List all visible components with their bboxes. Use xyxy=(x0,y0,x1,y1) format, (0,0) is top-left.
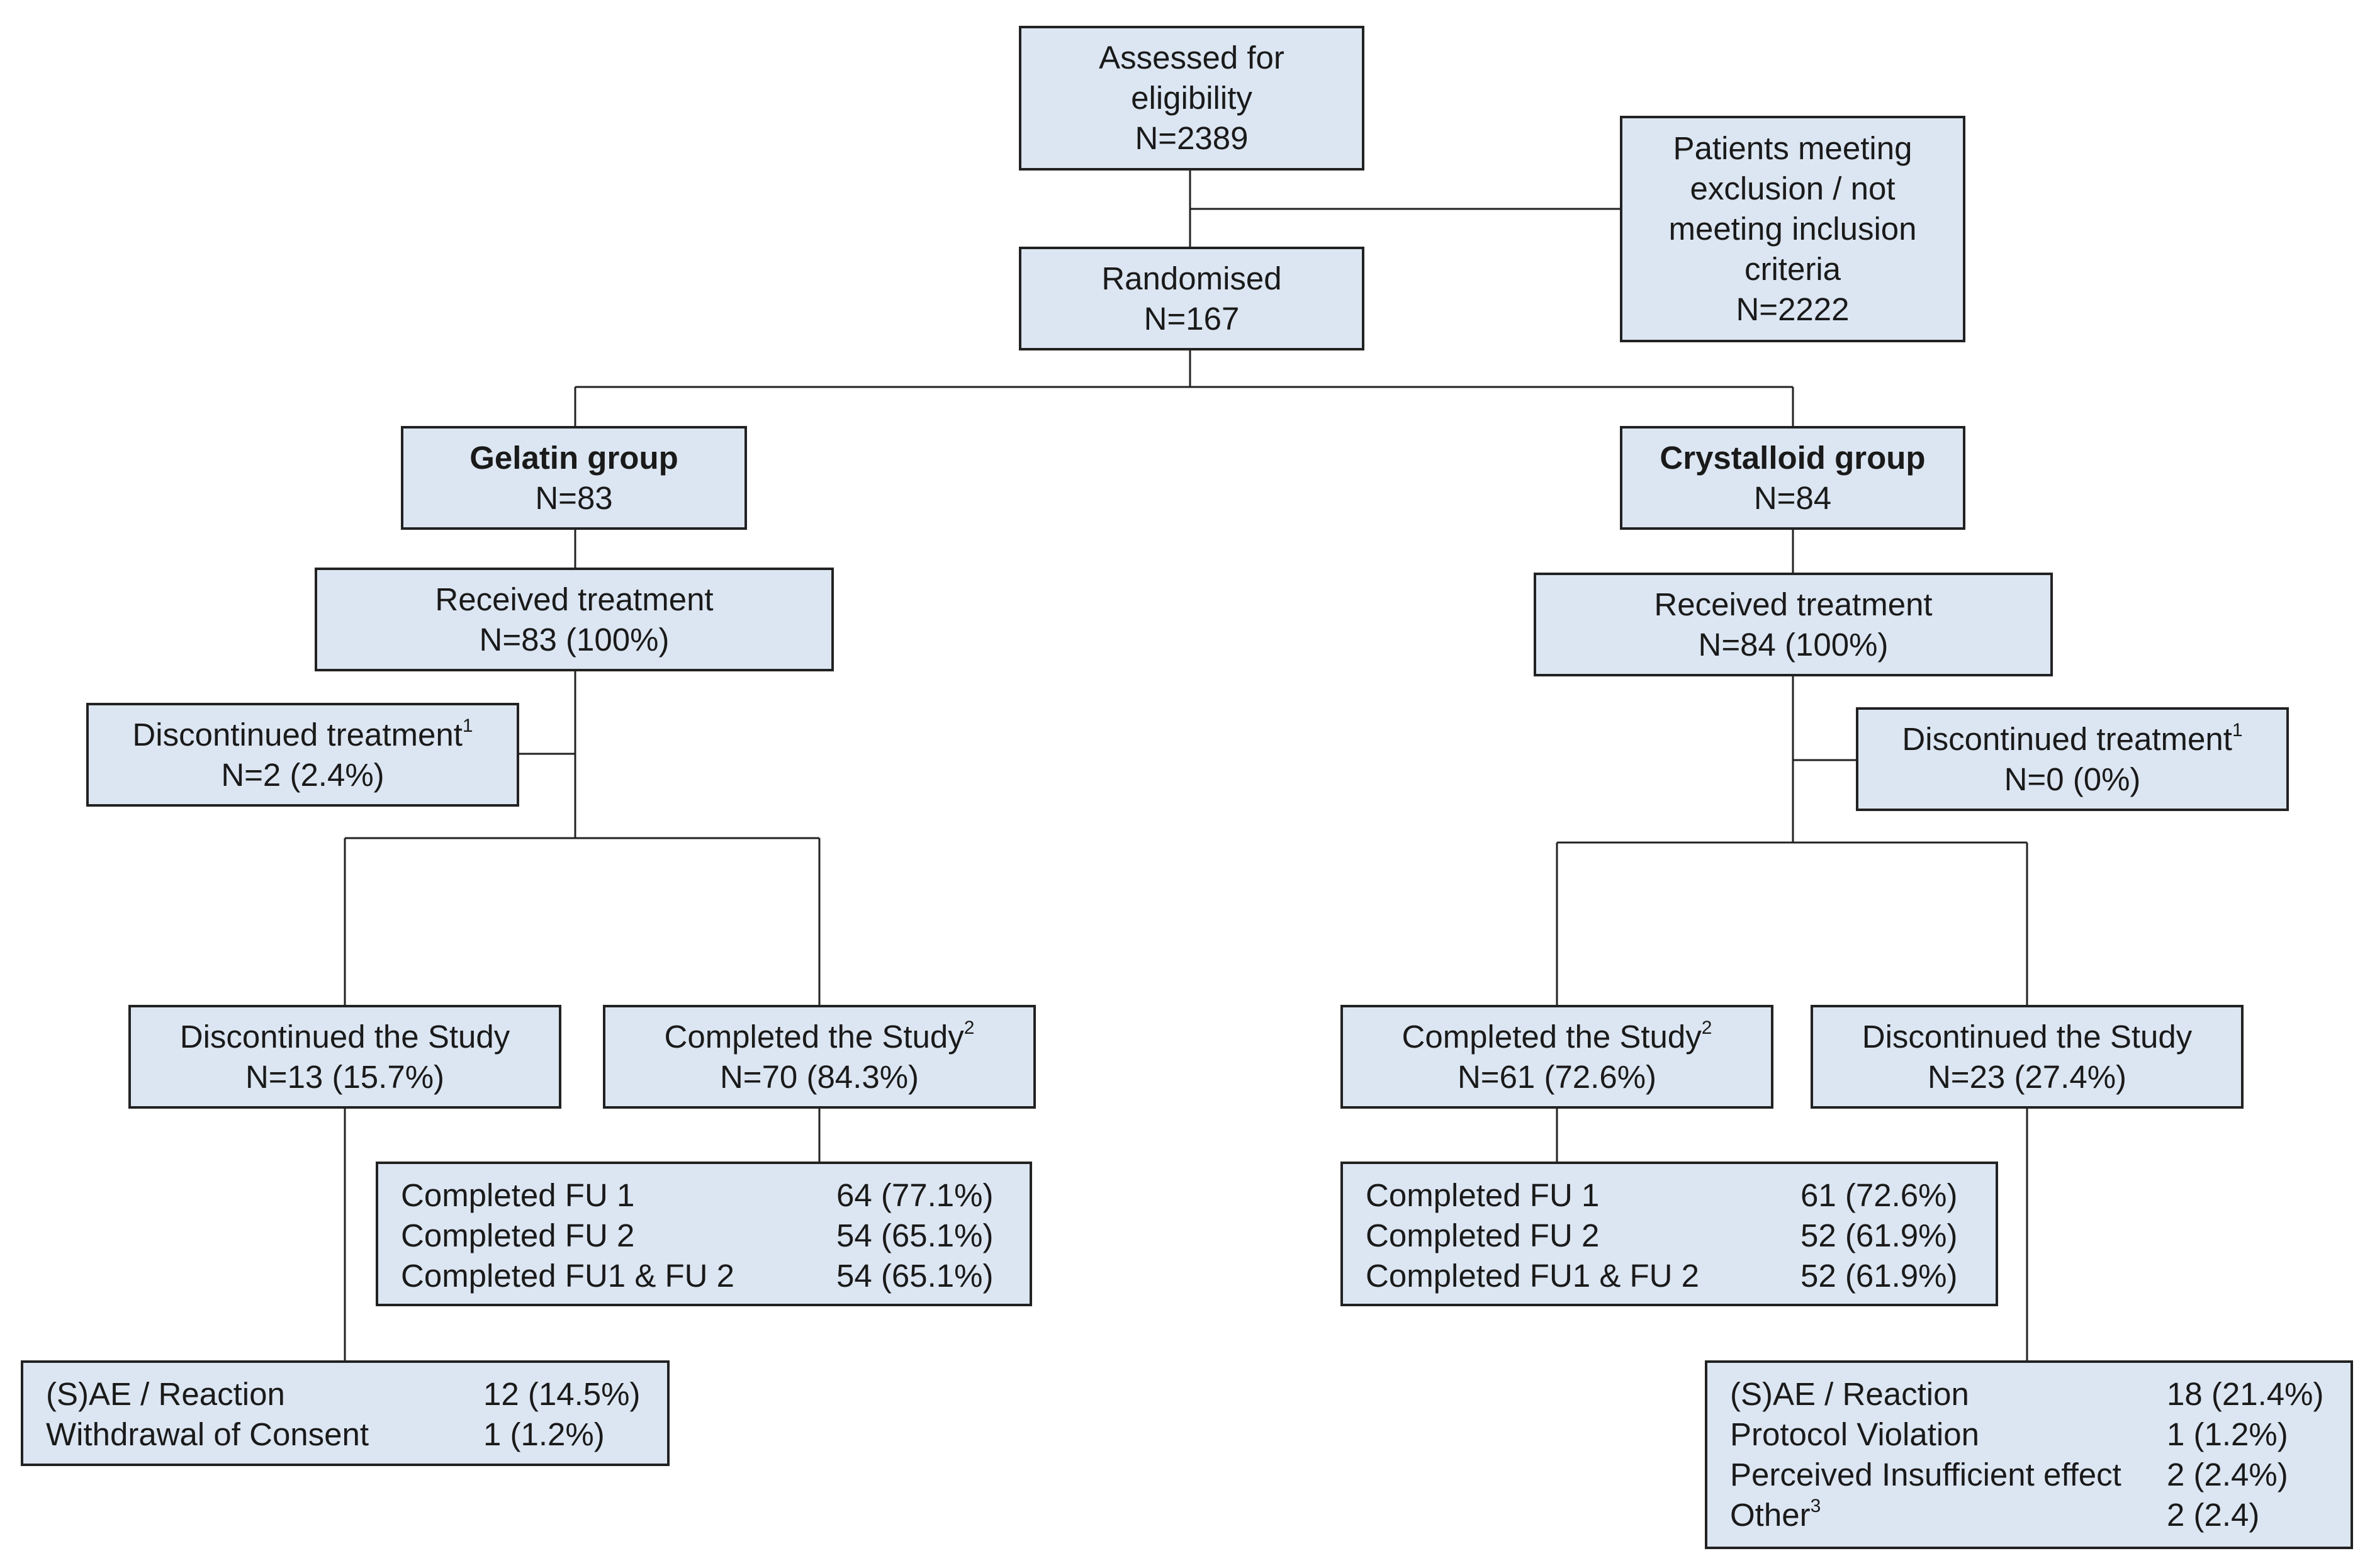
gelatin-discontinued-study-box: Discontinued the Study N=13 (15.7%) xyxy=(128,1005,561,1109)
reason-value: 2 (2.4%) xyxy=(2167,1457,2288,1492)
followup-value: 54 (65.1%) xyxy=(836,1258,994,1294)
list-item: Withdrawal of Consent 1 (1.2%) xyxy=(23,1414,667,1455)
followup-value: 61 (72.6%) xyxy=(1800,1177,1958,1213)
reason-value: 12 (14.5%) xyxy=(483,1376,641,1412)
list-item: Completed FU1 & FU 2 52 (61.9%) xyxy=(1343,1256,1996,1296)
crystalloid-discontinued-treatment-label: Discontinued treatment1 xyxy=(1902,719,2243,757)
crystalloid-group-count: N=84 xyxy=(1753,479,1832,516)
excluded-count: N=2222 xyxy=(1736,291,1850,327)
gelatin-discontinued-study-count: N=13 (15.7%) xyxy=(245,1058,445,1095)
gelatin-discontinued-treatment-box: Discontinued treatment1 N=2 (2.4%) xyxy=(86,703,519,807)
followup-label: Completed FU 2 xyxy=(1366,1218,1600,1253)
footnote-marker: 3 xyxy=(1810,1496,1821,1516)
crystalloid-group-box: Crystalloid group N=84 xyxy=(1620,426,1965,530)
excluded-label-line2: exclusion / not xyxy=(1690,171,1896,206)
gelatin-discontinued-treatment-count: N=2 (2.4%) xyxy=(221,756,385,793)
excluded-label-line1: Patients meeting xyxy=(1673,130,1913,166)
reason-label: Protocol Violation xyxy=(1730,1416,1979,1452)
reason-label: (S)AE / Reaction xyxy=(46,1376,285,1412)
reason-label: Other3 xyxy=(1730,1496,1821,1533)
crystalloid-followup-box: Completed FU 1 61 (72.6%) Completed FU 2… xyxy=(1340,1162,1998,1306)
crystalloid-group-title: Crystalloid group xyxy=(1660,439,1926,476)
followup-value: 52 (61.9%) xyxy=(1800,1218,1958,1253)
list-item: (S)AE / Reaction 18 (21.4%) xyxy=(1707,1374,2351,1414)
footnote-marker: 2 xyxy=(963,1017,975,1038)
reason-value: 18 (21.4%) xyxy=(2167,1376,2324,1412)
crystalloid-completed-study-count: N=61 (72.6%) xyxy=(1457,1058,1657,1095)
list-item: Completed FU1 & FU 2 54 (65.1%) xyxy=(378,1256,1030,1296)
followup-value: 54 (65.1%) xyxy=(836,1218,994,1253)
followup-label: Completed FU 1 xyxy=(1366,1177,1600,1213)
excluded-label-line3: meeting inclusion xyxy=(1668,211,1917,247)
reason-label: Withdrawal of Consent xyxy=(46,1416,369,1452)
list-item: Other3 2 (2.4) xyxy=(1707,1495,2351,1535)
followup-label: Completed FU1 & FU 2 xyxy=(1366,1258,1700,1294)
footnote-marker: 2 xyxy=(1701,1017,1712,1038)
followup-label: Completed FU1 & FU 2 xyxy=(401,1258,735,1294)
gelatin-received-label: Received treatment xyxy=(435,581,714,617)
gelatin-received-box: Received treatment N=83 (100%) xyxy=(315,568,834,671)
crystalloid-received-box: Received treatment N=84 (100%) xyxy=(1534,573,2053,676)
gelatin-discontinued-study-label: Discontinued the Study xyxy=(179,1018,510,1055)
list-item: Completed FU 1 61 (72.6%) xyxy=(1343,1175,1996,1216)
gelatin-completed-study-box: Completed the Study2 N=70 (84.3%) xyxy=(603,1005,1036,1109)
crystalloid-discontinued-treatment-box: Discontinued treatment1 N=0 (0%) xyxy=(1856,707,2289,811)
list-item: Completed FU 1 64 (77.1%) xyxy=(378,1175,1030,1216)
crystalloid-completed-study-box: Completed the Study2 N=61 (72.6%) xyxy=(1340,1005,1773,1109)
gelatin-followup-box: Completed FU 1 64 (77.1%) Completed FU 2… xyxy=(376,1162,1032,1306)
gelatin-completed-study-label: Completed the Study2 xyxy=(664,1017,975,1055)
list-item: Protocol Violation 1 (1.2%) xyxy=(1707,1414,2351,1455)
assessed-box: Assessed for eligibility N=2389 xyxy=(1019,26,1364,171)
reason-value: 1 (1.2%) xyxy=(483,1416,605,1452)
crystalloid-discontinued-study-box: Discontinued the Study N=23 (27.4%) xyxy=(1811,1005,2244,1109)
gelatin-completed-study-count: N=70 (84.3%) xyxy=(719,1058,919,1095)
assessed-label-line1: Assessed for xyxy=(1099,40,1284,76)
reason-label: (S)AE / Reaction xyxy=(1730,1376,1969,1412)
crystalloid-reasons-box: (S)AE / Reaction 18 (21.4%) Protocol Vio… xyxy=(1705,1360,2353,1549)
followup-label: Completed FU 1 xyxy=(401,1177,635,1213)
crystalloid-received-label: Received treatment xyxy=(1654,586,1933,622)
list-item: (S)AE / Reaction 12 (14.5%) xyxy=(23,1374,667,1414)
randomised-box: Randomised N=167 xyxy=(1019,247,1364,350)
randomised-label: Randomised xyxy=(1101,260,1282,296)
gelatin-group-box: Gelatin group N=83 xyxy=(401,426,747,530)
crystalloid-received-count: N=84 (100%) xyxy=(1698,626,1889,663)
gelatin-group-title: Gelatin group xyxy=(469,439,678,476)
list-item: Completed FU 2 52 (61.9%) xyxy=(1343,1216,1996,1256)
list-item: Perceived Insufficient effect 2 (2.4%) xyxy=(1707,1455,2351,1495)
excluded-box: Patients meeting exclusion / not meeting… xyxy=(1620,116,1965,342)
reason-value: 1 (1.2%) xyxy=(2167,1416,2288,1452)
followup-label: Completed FU 2 xyxy=(401,1218,635,1253)
reason-value: 2 (2.4) xyxy=(2167,1497,2260,1533)
followup-value: 52 (61.9%) xyxy=(1800,1258,1958,1294)
assessed-label-line2: eligibility xyxy=(1131,80,1252,116)
gelatin-received-count: N=83 (100%) xyxy=(479,621,670,658)
footnote-marker: 1 xyxy=(2232,719,2243,741)
crystalloid-discontinued-study-label: Discontinued the Study xyxy=(1862,1018,2193,1055)
crystalloid-discontinued-treatment-count: N=0 (0%) xyxy=(2004,761,2141,797)
assessed-count: N=2389 xyxy=(1135,120,1249,156)
crystalloid-completed-study-label: Completed the Study2 xyxy=(1402,1017,1712,1055)
reason-label: Perceived Insufficient effect xyxy=(1730,1457,2121,1492)
footnote-marker: 1 xyxy=(462,715,473,736)
gelatin-reasons-box: (S)AE / Reaction 12 (14.5%) Withdrawal o… xyxy=(21,1360,670,1466)
randomised-count: N=167 xyxy=(1143,300,1240,337)
followup-value: 64 (77.1%) xyxy=(836,1177,994,1213)
crystalloid-discontinued-study-count: N=23 (27.4%) xyxy=(1927,1058,2127,1095)
gelatin-discontinued-treatment-label: Discontinued treatment1 xyxy=(132,715,473,753)
excluded-label-line4: criteria xyxy=(1744,251,1841,287)
gelatin-group-count: N=83 xyxy=(535,479,613,516)
list-item: Completed FU 2 54 (65.1%) xyxy=(378,1216,1030,1256)
